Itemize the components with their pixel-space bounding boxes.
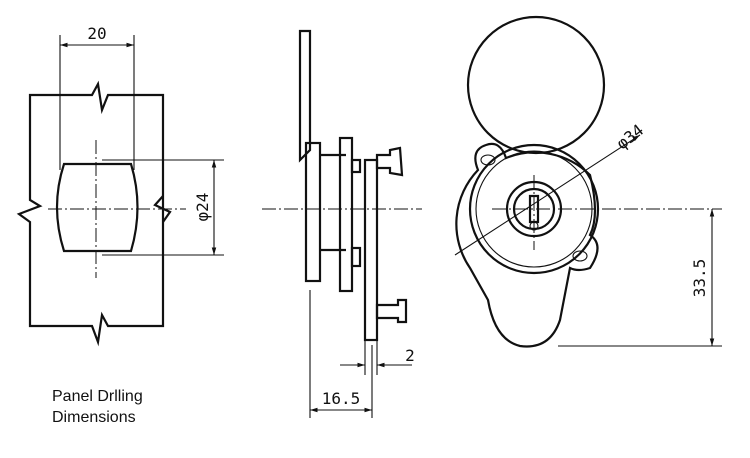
caption-line-2: Dimensions bbox=[52, 409, 136, 426]
dim-height-33-5: 33.5 bbox=[690, 259, 709, 298]
dim-depth-16-5: 16.5 bbox=[322, 389, 361, 408]
dust-cover bbox=[466, 15, 606, 155]
inner-stop-bottom bbox=[350, 246, 362, 268]
dim34-leader bbox=[454, 134, 641, 256]
right-ear-hole bbox=[572, 250, 588, 262]
caption-line-1: Panel Drlling bbox=[52, 388, 143, 405]
keyway bbox=[528, 194, 540, 224]
double-d-cutout bbox=[55, 162, 139, 253]
dim-width-20: 20 bbox=[87, 24, 106, 43]
front-view: φ34 33.5 bbox=[454, 15, 722, 348]
caption: Panel Drlling Dimensions bbox=[52, 386, 143, 428]
panel-plate bbox=[298, 29, 312, 163]
dim-thickness-2: 2 bbox=[405, 346, 415, 365]
panel-outline bbox=[16, 80, 165, 347]
body-middle bbox=[338, 136, 354, 293]
side-section-view: 2 16.5 bbox=[262, 29, 422, 418]
dim-diameter-24: φ24 bbox=[193, 193, 212, 222]
lock-body-outline bbox=[455, 142, 599, 348]
inner-stop-top bbox=[350, 158, 362, 174]
cam-plate bbox=[363, 158, 379, 342]
dim-diameter-34: φ34 bbox=[613, 120, 647, 153]
panel-drilling-view: 20 φ24 bbox=[16, 24, 224, 347]
cam-stud bbox=[375, 298, 408, 324]
screw-head-top bbox=[375, 146, 404, 177]
body-left bbox=[304, 141, 322, 283]
